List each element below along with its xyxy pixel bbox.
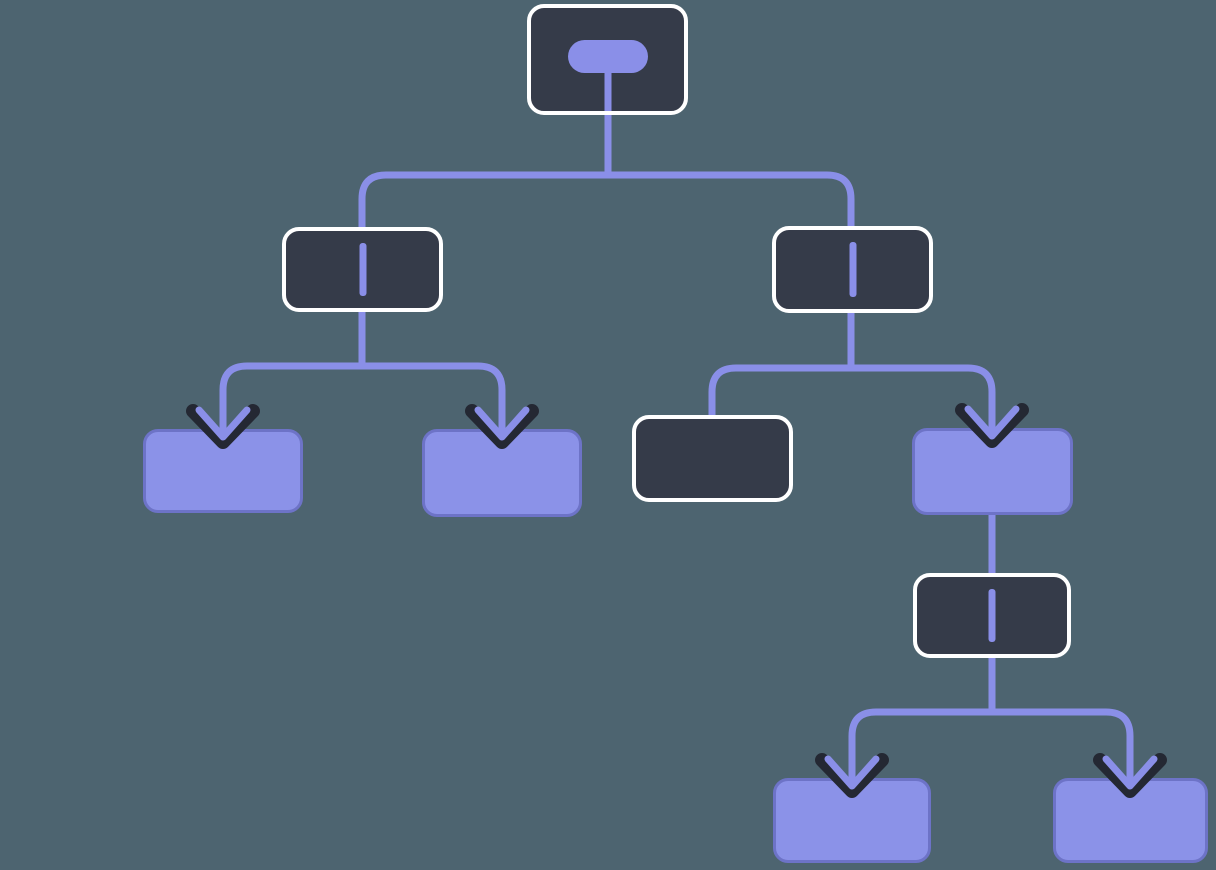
node-leaf-dark[interactable] [632, 415, 793, 502]
edge-branch-bottom-split[interactable] [848, 708, 1134, 773]
node-leaf-bottom-2[interactable] [1053, 778, 1208, 863]
node-leaf-left-1[interactable] [143, 429, 303, 513]
edge-root-split[interactable] [358, 171, 855, 227]
pill-connector-icon [567, 40, 648, 73]
node-branch-bottom[interactable] [913, 573, 1071, 658]
node-branch-right[interactable] [772, 226, 933, 313]
pass-through-line-icon [849, 242, 856, 297]
node-root[interactable] [527, 4, 688, 115]
node-leaf-bottom-1[interactable] [773, 778, 931, 863]
edge-branch-left-split[interactable] [219, 362, 506, 424]
node-leaf-left-2[interactable] [422, 429, 582, 517]
edge-branch-right-split[interactable] [708, 364, 996, 423]
node-purple-mid[interactable] [912, 428, 1073, 515]
node-branch-left[interactable] [282, 227, 443, 312]
pass-through-line-icon [988, 589, 996, 642]
pass-through-line-icon [359, 243, 366, 296]
pill-stem-icon [604, 68, 611, 111]
